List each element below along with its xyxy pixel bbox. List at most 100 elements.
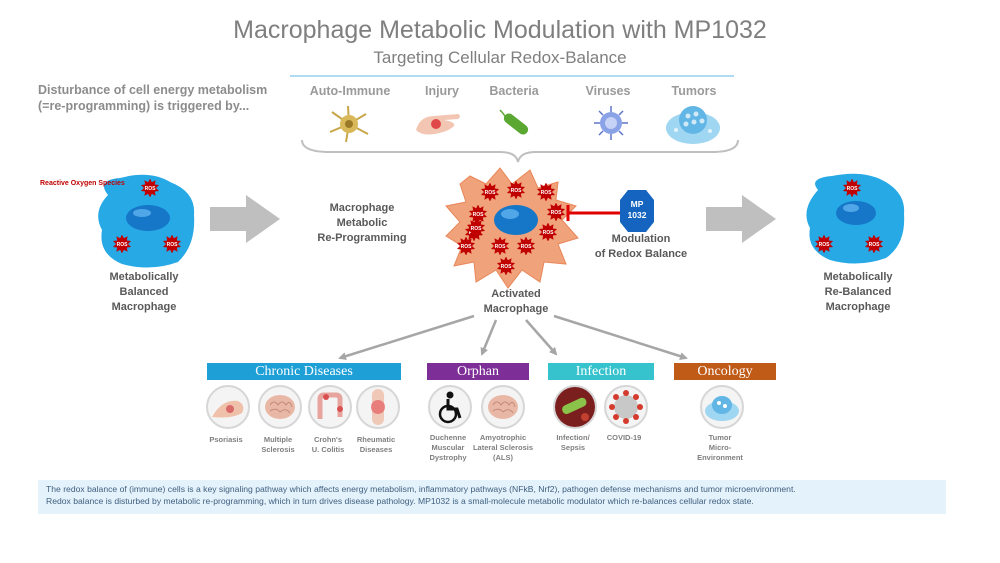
ros-badge: ROS	[456, 237, 476, 255]
brain-icon	[481, 385, 525, 429]
condition-crohns: Crohn's U. Colitis	[300, 435, 356, 455]
ros-label: Reactive Oxygen Species	[40, 180, 125, 187]
tumor-icon	[666, 106, 720, 144]
page-title: Macrophage Metabolic Modulation with MP1…	[233, 16, 767, 44]
arrow-right-block	[706, 195, 776, 243]
condition-line: Infection/	[556, 433, 590, 442]
tumor-icon	[700, 385, 744, 429]
condition-line: Amyotrophic	[479, 433, 527, 442]
trigger-bacteria: Bacteria	[489, 84, 539, 98]
condition-line: Multiple	[263, 435, 293, 444]
mp-number: 1032	[627, 210, 647, 220]
ros-badge: ROS	[490, 237, 510, 255]
footer-line-1: The redox balance of (immune) cells is a…	[46, 484, 796, 494]
joint-icon	[356, 385, 400, 429]
svg-text:ROS: ROS	[485, 190, 497, 196]
sepsis-bacteria-icon	[553, 385, 597, 429]
intro-line-1: Disturbance of cell energy metabolism	[38, 83, 268, 97]
ros-badge: ROS	[814, 235, 834, 253]
condition-line: Lateral Sclerosis	[472, 443, 534, 452]
condition-line: Muscular	[431, 443, 465, 452]
nucleus	[126, 205, 170, 231]
psoriasis-icon	[206, 385, 250, 429]
mp-text: MP	[630, 199, 644, 209]
trigger-injury: Injury	[424, 84, 460, 98]
colon-icon	[308, 385, 352, 429]
wheelchair-icon	[428, 385, 472, 429]
category-label: Oncology	[697, 364, 753, 379]
intro-text: Disturbance of cell energy metabolism (=…	[38, 82, 288, 114]
reprogramming-line-2: Metabolic	[336, 217, 388, 229]
right-cell-line-2: Re-Balanced	[824, 286, 892, 298]
footer-note: The redox balance of (immune) cells is a…	[38, 480, 946, 514]
category-chronic-diseases: Chronic Diseases	[207, 363, 401, 380]
condition-line: Duchenne	[429, 433, 467, 442]
ros-badge: ROS	[162, 235, 182, 253]
brain-icon	[258, 385, 302, 429]
left-cell-line-2: Balanced	[119, 286, 169, 298]
modulation-line-1: Modulation	[611, 233, 671, 245]
arrow-to-oncology	[553, 314, 688, 360]
condition-line: Dystrophy	[429, 453, 467, 462]
ros-badge: ROS	[536, 183, 556, 201]
right-cell-line-1: Metabolically	[823, 271, 893, 283]
svg-text:ROS: ROS	[511, 188, 523, 194]
condition-ms: Multiple Sclerosis	[250, 435, 306, 455]
svg-text:ROS: ROS	[847, 186, 859, 192]
svg-text:ROS: ROS	[167, 242, 179, 248]
condition-line: (ALS)	[493, 453, 513, 462]
condition-psoriasis: Psoriasis	[209, 435, 243, 444]
condition-line: Environment	[697, 453, 743, 462]
condition-als: Amyotrophic Lateral Sclerosis (ALS)	[468, 433, 538, 463]
ros-badge: ROS	[140, 179, 160, 197]
ros-badge: ROS	[112, 235, 132, 253]
category-infection: Infection	[548, 363, 654, 380]
right-cell-line-3: Macrophage	[825, 301, 891, 313]
trigger-viruses: Viruses	[585, 84, 631, 98]
left-cell-line-3: Macrophage	[111, 301, 177, 313]
intro-line-2: (=re-programming) is triggered by...	[38, 99, 250, 113]
mp1032-label: MP 1032	[620, 199, 654, 221]
condition-line: U. Colitis	[311, 445, 345, 454]
svg-text:ROS: ROS	[117, 242, 129, 248]
condition-line: Micro-	[708, 443, 732, 452]
nucleus	[494, 205, 538, 235]
svg-text:ROS: ROS	[473, 212, 485, 218]
mp1032-badge	[620, 190, 654, 232]
activated-line-1: Activated	[491, 288, 541, 300]
reprogramming-label: Macrophage Metabolic Re-Programming	[302, 201, 422, 246]
category-label: Infection	[575, 364, 627, 379]
svg-text:ROS: ROS	[819, 242, 831, 248]
condition-line: Rheumatic	[356, 435, 396, 444]
category-oncology: Oncology	[674, 363, 776, 380]
ros-badge: ROS	[864, 235, 884, 253]
condition-tumor: Tumor Micro- Environment	[692, 433, 748, 463]
left-cell-label: Metabolically Balanced Macrophage	[94, 270, 194, 315]
injury-icon	[416, 114, 460, 135]
ros-badge: ROS	[538, 223, 558, 241]
ros-badge: ROS	[496, 257, 516, 275]
virus-icon	[594, 106, 628, 140]
covid-virus-icon	[604, 385, 648, 429]
nucleus	[836, 201, 876, 225]
svg-text:ROS: ROS	[551, 210, 563, 216]
autoimmune-icon	[329, 105, 369, 143]
condition-covid: COVID-19	[606, 433, 642, 442]
svg-text:ROS: ROS	[521, 244, 533, 250]
condition-line: Crohn's	[313, 435, 343, 444]
svg-text:ROS: ROS	[869, 242, 881, 248]
ros-badge: ROS	[468, 205, 488, 223]
condition-line: Diseases	[359, 445, 393, 454]
svg-text:ROS: ROS	[471, 226, 483, 232]
arrow-to-chronic	[338, 314, 475, 361]
activated-label: Activated Macrophage	[466, 287, 566, 317]
svg-text:ROS: ROS	[461, 244, 473, 250]
condition-duchenne: Duchenne Muscular Dystrophy	[420, 433, 476, 463]
ros-badge: ROS	[480, 183, 500, 201]
ros-badge: ROS	[546, 203, 566, 221]
trigger-autoimmune: Auto-Immune	[309, 84, 391, 98]
svg-text:ROS: ROS	[501, 264, 513, 270]
ros-badge: ROS	[466, 219, 486, 237]
svg-text:ROS: ROS	[495, 244, 507, 250]
condition-line: Tumor	[708, 433, 732, 442]
